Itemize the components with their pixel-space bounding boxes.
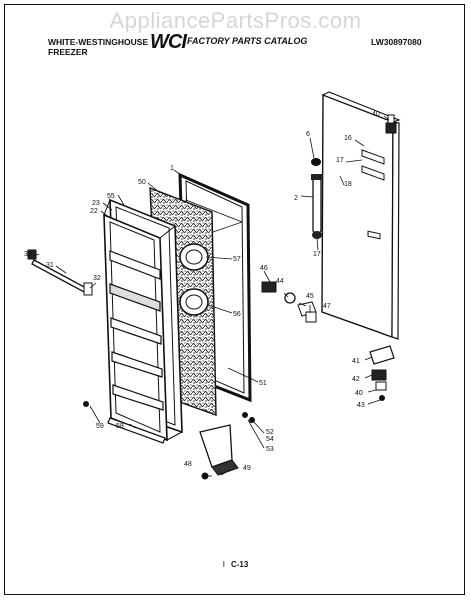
watermark: AppliancePartsPros.com — [109, 8, 362, 33]
door-handle — [311, 158, 323, 239]
callout-31: 31 — [46, 262, 54, 269]
callout-48: 48 — [184, 461, 192, 468]
callout-59: 59 — [96, 423, 104, 430]
product-name: FREEZER — [48, 47, 88, 57]
shelf-retainer-bar — [27, 249, 93, 296]
callout-45: 45 — [306, 293, 314, 300]
callout-46: 46 — [260, 265, 268, 272]
callout-17: 17 — [336, 157, 344, 164]
callout-labels: 1 50 55 23 22 33 31 32 57 56 51 46 44 45… — [24, 111, 380, 472]
callout-52: 52 — [266, 429, 274, 436]
page-border — [4, 4, 465, 595]
callout-49: 49 — [243, 465, 251, 472]
callout-43: 43 — [357, 402, 365, 409]
top-hinge — [385, 114, 397, 134]
callout-53: 53 — [266, 446, 274, 453]
door-shelves — [109, 250, 164, 411]
callout-6: 6 — [306, 131, 310, 138]
bottom-hinge — [369, 345, 395, 401]
callout-50: 50 — [138, 179, 146, 186]
callout-40-top: 40 — [372, 111, 380, 118]
callout-51: 51 — [259, 380, 267, 387]
callout-23: 23 — [92, 200, 100, 207]
outer-door-panel — [321, 91, 401, 340]
callout-18: 18 — [344, 181, 352, 188]
callout-22: 22 — [90, 208, 98, 215]
callout-54: 54 — [266, 436, 274, 443]
wci-logo: WCI — [150, 31, 187, 53]
callout-55: 55 — [107, 193, 115, 200]
callout-16: 16 — [344, 135, 352, 142]
page-footer: I C-13 — [0, 560, 471, 569]
callout-58: 58 — [116, 423, 124, 430]
bottom-bracket — [83, 401, 255, 480]
callout-41: 41 — [352, 358, 360, 365]
callout-47: 47 — [323, 303, 331, 310]
callout-17-lower: 17 — [313, 251, 321, 258]
callout-42: 42 — [352, 376, 360, 383]
footer-tick: I — [222, 560, 225, 569]
callout-57: 57 — [233, 256, 241, 263]
document-number: LW30897080 — [371, 37, 422, 47]
callout-56: 56 — [233, 311, 241, 318]
leader-lines — [33, 115, 390, 477]
bottom-trim-strip — [107, 417, 166, 444]
callout-32: 32 — [93, 275, 101, 282]
callout-33: 33 — [24, 251, 32, 258]
callout-44: 44 — [276, 278, 284, 285]
callout-2: 2 — [294, 195, 298, 202]
brand-name: WHITE-WESTINGHOUSE — [48, 37, 149, 47]
callout-40-bottom: 40 — [355, 390, 363, 397]
page-number: C-13 — [230, 560, 249, 569]
door-switch-parts — [261, 281, 317, 323]
catalog-title: FACTORY PARTS CATALOG — [187, 36, 308, 46]
callout-1: 1 — [170, 165, 174, 172]
